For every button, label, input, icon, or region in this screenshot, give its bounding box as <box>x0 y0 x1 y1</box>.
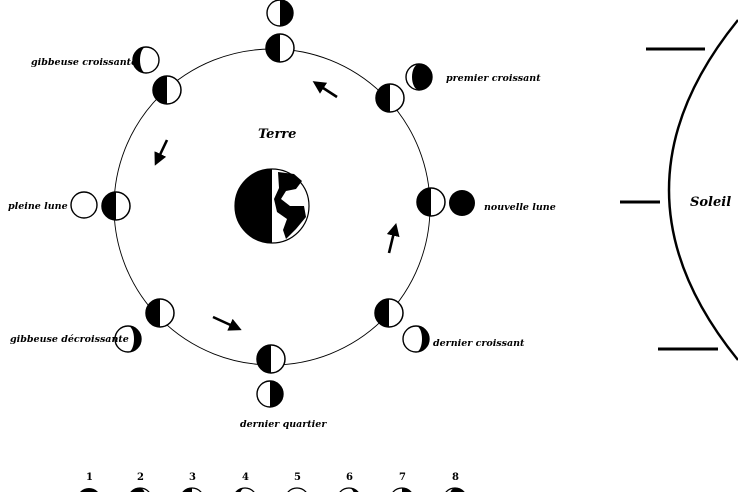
sun: Soleil <box>620 19 738 361</box>
orbit-arrow-top <box>312 81 338 99</box>
number-5: 5 <box>294 472 301 483</box>
row-moon-8 <box>445 487 465 492</box>
orbit-moon-upper-left <box>152 75 182 105</box>
number-6: 6 <box>346 472 353 483</box>
sun-label: Soleil <box>690 195 731 210</box>
number-3: 3 <box>189 472 196 483</box>
number-8: 8 <box>452 472 459 483</box>
sun-edge <box>667 19 738 361</box>
earth: Terre <box>234 127 310 244</box>
phase-moon-gibbous-waxing: gibbeuse croissante <box>31 46 160 74</box>
phase-moon-new: nouvelle lune <box>449 190 556 216</box>
orbit-arrow-upper-left <box>154 139 169 166</box>
gibbous-waning-label: gibbeuse décroissante <box>10 334 129 345</box>
row-moon-3 <box>182 487 202 492</box>
row-moon-6 <box>339 487 359 492</box>
orbit-moon-bottom <box>256 344 286 374</box>
phase-moon-full: pleine lune <box>8 191 98 219</box>
number-7: 7 <box>399 472 406 483</box>
orbit-moon-right <box>416 187 446 217</box>
orbit-moon-left <box>101 191 131 221</box>
phase-moon-last-quarter: dernier quartier <box>240 380 327 430</box>
row-moon-2 <box>130 487 150 492</box>
earth-label: Terre <box>258 127 296 142</box>
phase-moon-gibbous-waning: gibbeuse décroissante <box>10 325 142 353</box>
row-moon-1 <box>80 488 98 492</box>
orbit-moon-lower-left <box>145 298 175 328</box>
last-quarter-label: dernier quartier <box>240 419 327 430</box>
row-moon-4 <box>235 487 255 492</box>
number-4: 4 <box>242 472 249 483</box>
orbit-arrow-right <box>386 222 400 254</box>
continents <box>274 172 306 239</box>
number-2: 2 <box>137 472 144 483</box>
numbered-phase-row: 1 2 3 4 5 6 7 8 <box>80 472 465 492</box>
row-moon-7 <box>392 487 412 492</box>
full-moon-label: pleine lune <box>8 201 68 212</box>
last-crescent-label: dernier croissant <box>433 338 525 349</box>
orbit-moon-lower-right <box>374 298 404 328</box>
new-moon-label: nouvelle lune <box>484 202 556 213</box>
orbit-moon-top <box>265 33 295 63</box>
orbit-moon-upper-right <box>375 83 405 113</box>
number-1: 1 <box>86 472 93 483</box>
phase-moon-first-crescent: premier croissant <box>405 63 541 91</box>
phase-moon-top <box>266 0 294 27</box>
gibbous-waxing-label: gibbeuse croissante <box>31 57 137 68</box>
orbit-arrow-lower-left <box>212 315 242 331</box>
first-crescent-label: premier croissant <box>446 73 541 84</box>
phase-moon-last-crescent: dernier croissant <box>402 325 525 353</box>
row-moon-5 <box>287 487 307 492</box>
